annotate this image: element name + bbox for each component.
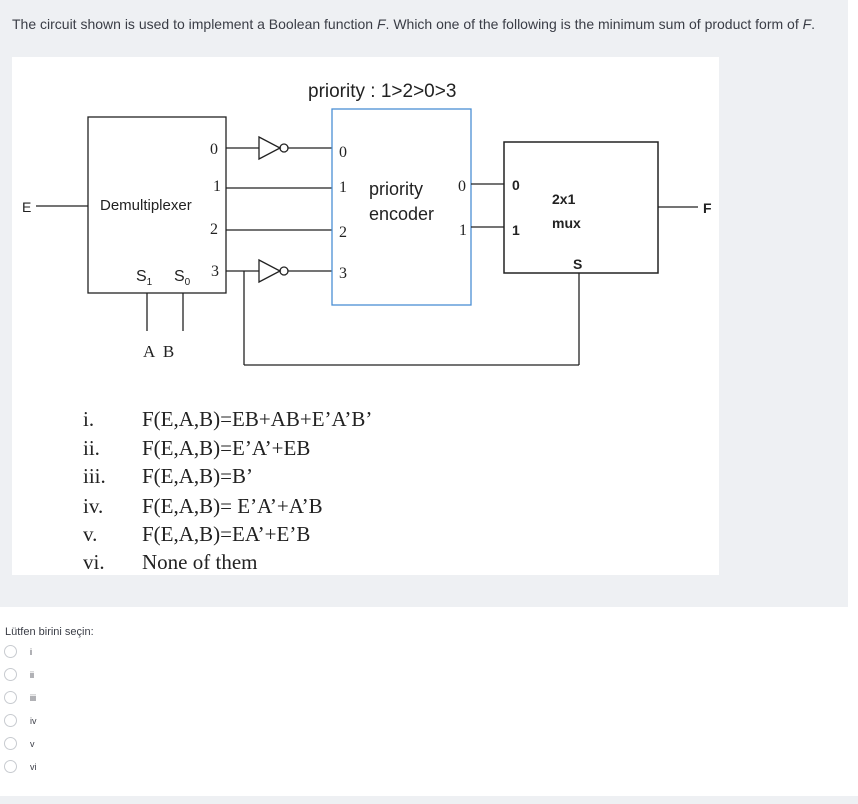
answer-option-vi[interactable]: vi (4, 755, 37, 778)
demux-output-0: 0 (210, 141, 218, 158)
question-figure: priority : 1>2>0>3 E Demultiplexer 0 1 2… (12, 57, 719, 575)
choice-expression: F(E,A,B)=EA’+E’B (142, 522, 310, 546)
encoder-input-3: 3 (339, 265, 347, 282)
input-e-label: E (22, 199, 31, 215)
question-panel: The circuit shown is used to implement a… (0, 0, 848, 607)
answer-option-label: iii (30, 692, 36, 703)
encoder-input-1: 1 (339, 179, 347, 196)
encoder-block (331, 108, 472, 306)
select-s1-label: S1 (136, 268, 153, 288)
mux-input-0: 0 (512, 177, 520, 193)
output-f-label: F (703, 200, 712, 216)
demux-label: Demultiplexer (100, 197, 192, 214)
choice-expression: F(E,A,B)= E’A’+A’B (142, 494, 323, 518)
answer-option-iv[interactable]: iv (4, 709, 37, 732)
select-s0-label: S0 (174, 268, 191, 288)
demux-output-1: 1 (213, 178, 221, 195)
choice-expression: F(E,A,B)=E’A’+EB (142, 436, 310, 460)
radio-button[interactable] (4, 760, 17, 773)
choice-expression: F(E,A,B)=B’ (142, 464, 253, 488)
radio-button[interactable] (4, 691, 17, 704)
encoder-input-0: 0 (339, 144, 347, 161)
choice-number: vi. (83, 550, 105, 574)
choice-number: iii. (83, 464, 106, 488)
choice-number: ii. (83, 436, 100, 460)
answer-options: i ii iii iv v vi (4, 640, 37, 778)
radio-button[interactable] (4, 714, 17, 727)
priority-label: priority : 1>2>0>3 (308, 81, 456, 102)
mux-input-1: 1 (512, 222, 520, 238)
mux-select-label: S (573, 256, 582, 272)
choice-number: i. (83, 407, 94, 431)
answer-option-ii[interactable]: ii (4, 663, 37, 686)
mux-block (503, 141, 659, 274)
answer-prompt: Lütfen birini seçin: (5, 626, 94, 638)
answer-option-label: vi (30, 761, 37, 772)
encoder-label-line2: encoder (369, 204, 434, 224)
choice-expression: F(E,A,B)=EB+AB+E’A’B’ (142, 407, 372, 431)
demux-output-2: 2 (210, 221, 218, 238)
demux-block (87, 116, 227, 294)
answer-option-label: ii (30, 669, 34, 680)
answer-option-label: i (30, 646, 32, 657)
circuit-diagram: priority : 1>2>0>3 E Demultiplexer 0 1 2… (22, 81, 712, 574)
radio-button[interactable] (4, 737, 17, 750)
choice-expression: None of them (142, 550, 257, 574)
select-inputs-label: A B (143, 342, 174, 361)
encoder-input-2: 2 (339, 224, 347, 241)
encoder-output-1: 1 (459, 222, 467, 239)
answer-option-v[interactable]: v (4, 732, 37, 755)
mux-label-line1: 2x1 (552, 191, 576, 207)
question-text: The circuit shown is used to implement a… (12, 16, 816, 32)
mux-label-line2: mux (552, 215, 581, 231)
demux-output-3: 3 (211, 263, 219, 280)
answer-option-label: v (30, 738, 35, 749)
answer-option-iii[interactable]: iii (4, 686, 37, 709)
radio-button[interactable] (4, 668, 17, 681)
choice-number: v. (83, 522, 97, 546)
encoder-output-0: 0 (458, 178, 466, 195)
encoder-label-line1: priority (369, 179, 423, 199)
radio-button[interactable] (4, 645, 17, 658)
answer-option-label: iv (30, 715, 37, 726)
answer-option-i[interactable]: i (4, 640, 37, 663)
choice-number: iv. (83, 494, 103, 518)
footer-bar (0, 796, 858, 804)
